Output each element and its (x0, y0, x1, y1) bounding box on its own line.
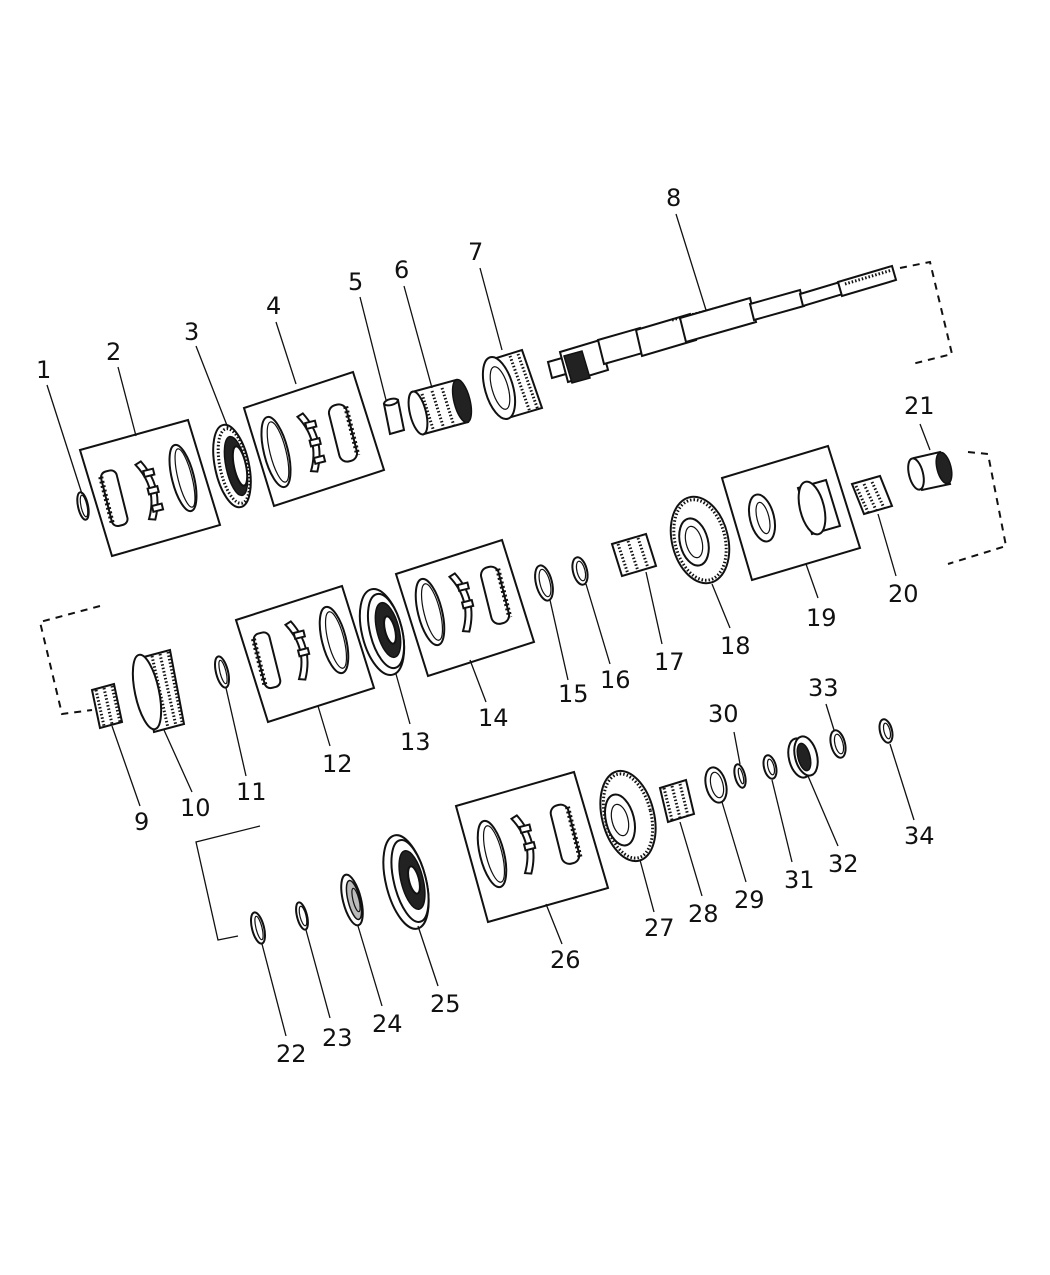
part-9-needle-bearing (90, 682, 124, 730)
part-19-bearing-kit (720, 444, 862, 582)
callout-11: 11 (236, 778, 267, 806)
callout-7: 7 (468, 238, 483, 266)
part-22-ring (250, 911, 266, 945)
part-2-synchronizer-kit (78, 418, 222, 558)
part-34-ring (878, 718, 894, 744)
callout-17: 17 (654, 648, 685, 676)
callout-labels: 1 2 3 4 5 6 7 8 9 10 11 12 13 14 15 16 1… (36, 184, 935, 1068)
part-8-dashed-continuation (899, 260, 954, 365)
part-14-synchronizer-kit (394, 538, 536, 678)
callout-21: 21 (904, 392, 935, 420)
part-23-ring (295, 901, 309, 931)
part-20-needle-bearing (850, 474, 894, 516)
callout-23: 23 (322, 1024, 353, 1052)
part-26-synchronizer-kit (454, 770, 610, 924)
callout-25: 25 (430, 990, 461, 1018)
callout-31: 31 (784, 866, 815, 894)
callout-12: 12 (322, 750, 353, 778)
leader-lines (46, 213, 931, 1037)
callout-29: 29 (734, 886, 765, 914)
callout-8: 8 (666, 184, 681, 212)
part-33-ring (829, 729, 847, 759)
callout-27: 27 (644, 914, 675, 942)
callout-14: 14 (478, 704, 509, 732)
part-1-snap-ring (76, 491, 90, 521)
callout-24: 24 (372, 1010, 403, 1038)
part-29-washer (704, 766, 728, 804)
callout-3: 3 (184, 318, 199, 346)
callout-10: 10 (180, 794, 211, 822)
part-5-bushing (382, 397, 406, 436)
part-32-bearing (787, 735, 819, 779)
part-15-ring (534, 564, 554, 602)
callout-19: 19 (806, 604, 837, 632)
callout-18: 18 (720, 632, 751, 660)
callout-13: 13 (400, 728, 431, 756)
callout-15: 15 (558, 680, 589, 708)
part-3-gear (212, 423, 252, 509)
part-6-needle-bearing (407, 378, 473, 436)
part-4-synchronizer-kit (242, 370, 386, 508)
callout-5: 5 (348, 268, 363, 296)
part-27-gear (599, 769, 657, 863)
part-18-gear (669, 495, 731, 585)
part-28-needle-bearing (658, 778, 696, 824)
part-8-mainshaft (546, 264, 898, 384)
callout-33: 33 (808, 674, 839, 702)
callout-30: 30 (708, 700, 739, 728)
part-10-gear (131, 648, 186, 734)
part-21-sleeve (907, 450, 953, 492)
callout-4: 4 (266, 292, 281, 320)
callout-9: 9 (134, 808, 149, 836)
callout-2: 2 (106, 338, 121, 366)
part-7-gear (481, 348, 544, 421)
callout-26: 26 (550, 946, 581, 974)
callout-16: 16 (600, 666, 631, 694)
callout-20: 20 (888, 580, 919, 608)
callout-6: 6 (394, 256, 409, 284)
row3-start-bracket (195, 825, 261, 941)
row2-dashed-continuation (947, 451, 1008, 565)
callout-34: 34 (904, 822, 935, 850)
callout-1: 1 (36, 356, 51, 384)
part-13-synchro-hub (358, 588, 406, 676)
part-24-ring (340, 873, 364, 927)
callout-32: 32 (828, 850, 859, 878)
part-11-ring (214, 655, 230, 689)
part-25-synchro-hub (382, 834, 430, 930)
part-12-synchronizer-kit (234, 584, 376, 724)
callout-28: 28 (688, 900, 719, 928)
part-31-ring (762, 754, 778, 780)
row3-dashed-continuation (38, 605, 101, 716)
part-17-needle-bearing (610, 532, 658, 578)
part-30-ring (733, 763, 747, 789)
callout-22: 22 (276, 1040, 307, 1068)
part-16-ring (571, 556, 589, 586)
